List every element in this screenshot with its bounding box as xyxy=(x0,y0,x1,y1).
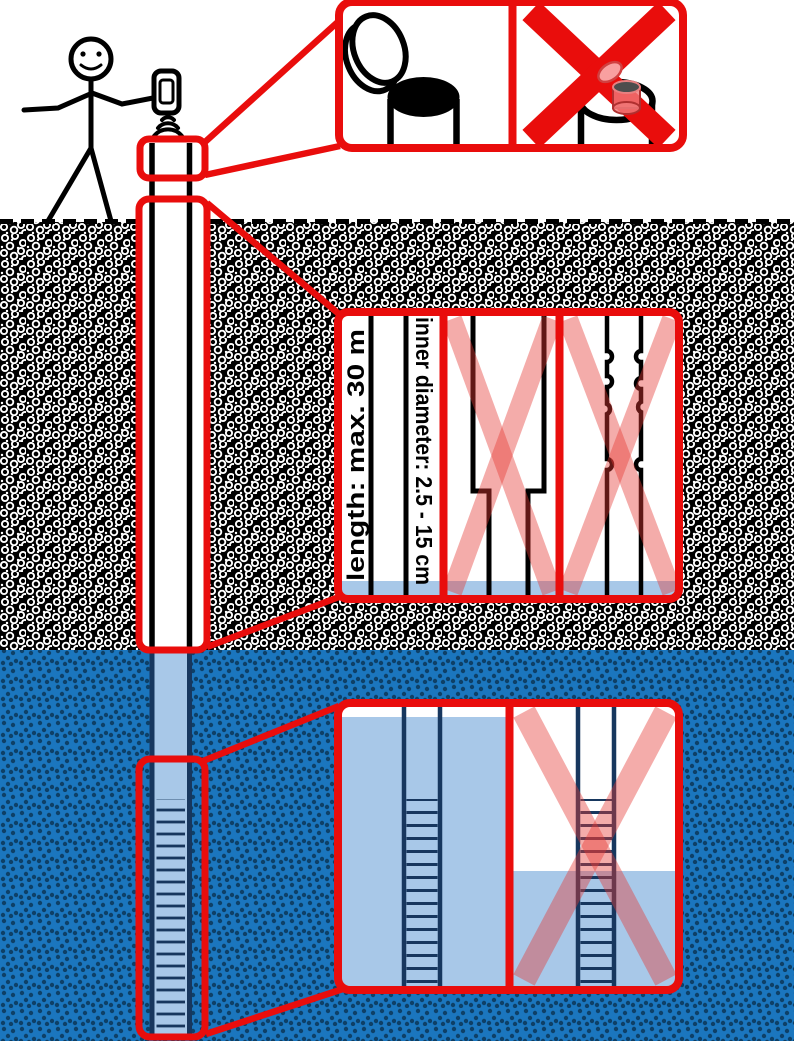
callout-pipe-body xyxy=(135,195,211,654)
stick-figure xyxy=(21,36,156,224)
smartphone-icon xyxy=(151,68,182,116)
callout-well-screen xyxy=(135,755,209,1041)
small-capped-tube xyxy=(597,60,641,115)
straight-pipe-ok: length: max. 30 m inner diameter: 2.5 - … xyxy=(343,313,437,597)
rough-pipe-prohibited-icon xyxy=(558,314,682,597)
leg-right xyxy=(88,145,114,224)
inset-well-screen xyxy=(334,699,683,994)
open-well-cap-icon xyxy=(342,12,460,146)
inset-pipe-bg xyxy=(338,312,679,599)
prohibition-x-icon xyxy=(513,706,677,986)
well-pipe xyxy=(149,143,193,1037)
inset-pipe-border xyxy=(334,308,683,603)
eye-left xyxy=(80,51,86,57)
pipe-inner-diameter-label: inner diameter: 2.5 - 15 cm xyxy=(411,317,437,585)
leg-left xyxy=(45,145,94,224)
inset-pipe-geometry: length: max. 30 m inner diameter: 2.5 - … xyxy=(334,308,683,603)
sonar-waves-icon xyxy=(152,115,184,138)
head xyxy=(68,36,114,82)
eye-right xyxy=(96,51,102,57)
callout-lines xyxy=(201,17,351,1038)
arm-right xyxy=(89,90,156,107)
prohibition-x-icon xyxy=(558,315,682,596)
prohibition-x-icon xyxy=(442,315,562,596)
callout-wellhead xyxy=(136,135,209,182)
smile xyxy=(79,63,103,71)
stepped-pipe-prohibited-icon xyxy=(442,315,562,597)
well-screen-submerged-icon xyxy=(342,703,506,986)
arm-left xyxy=(21,91,93,113)
well-screen-above-water-prohibited-icon xyxy=(511,703,677,986)
capped-sounding-tube-prohibited-icon xyxy=(522,1,676,149)
pipe-interior-dry xyxy=(154,143,187,650)
pipe-length-label: length: max. 30 m xyxy=(343,329,370,581)
callout-rects xyxy=(135,135,211,1041)
well-screen-hatch xyxy=(156,799,185,1035)
inset-wellhead xyxy=(335,0,687,152)
inset-water-level-band xyxy=(342,581,675,597)
